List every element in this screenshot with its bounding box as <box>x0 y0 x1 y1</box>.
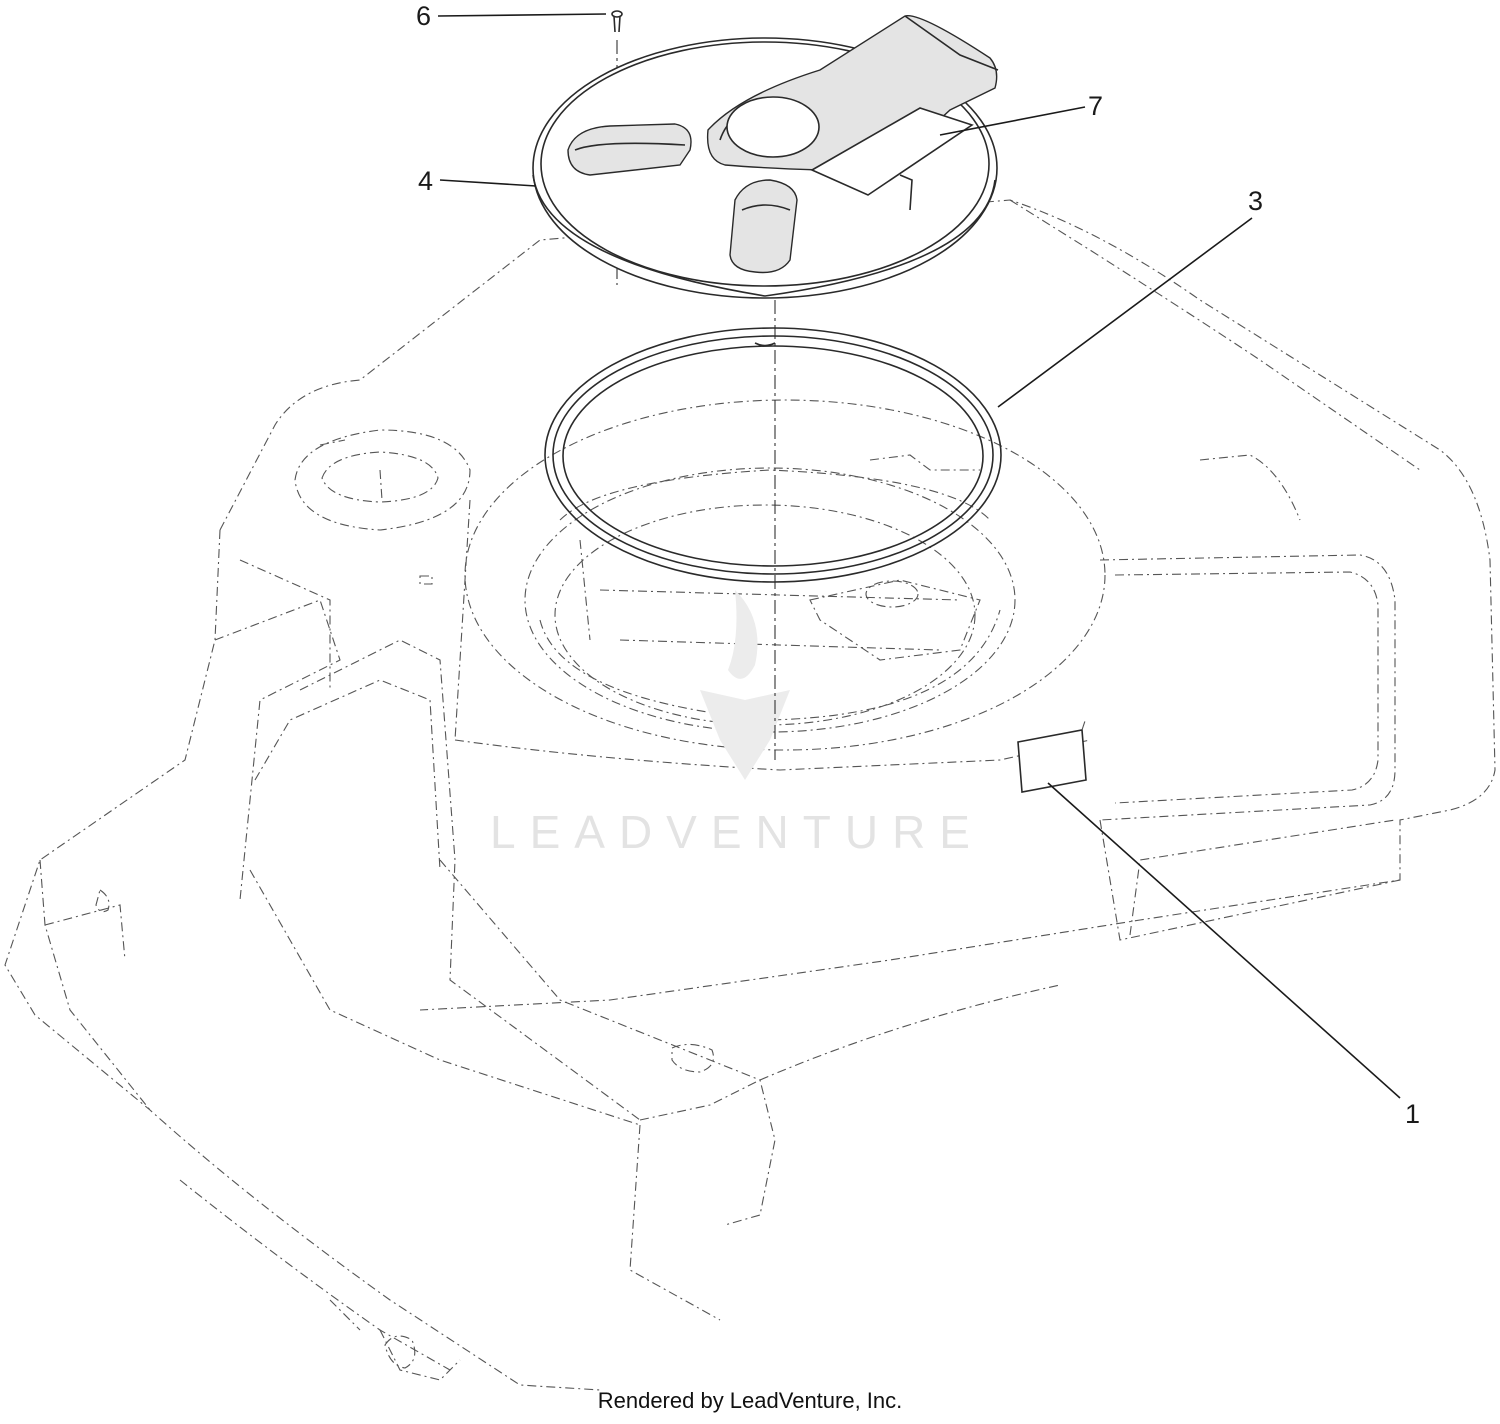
callout-1: 1 <box>1047 782 1420 1129</box>
callout-7-label: 7 <box>1088 91 1103 121</box>
credit-text: Rendered by LeadVenture, Inc. <box>597 1388 903 1413</box>
callout-6: 6 <box>416 1 607 31</box>
callout-4-label: 4 <box>418 166 433 196</box>
watermark-text: LEADVENTURE <box>490 806 984 858</box>
callout-4: 4 <box>418 166 537 196</box>
cap-decal <box>810 107 974 196</box>
callout-6-label: 6 <box>416 1 431 31</box>
callout-1-label: 1 <box>1405 1099 1420 1129</box>
callout-7: 7 <box>939 91 1103 136</box>
fuel-tank-body <box>4 199 1496 1391</box>
callout-3: 3 <box>997 186 1263 408</box>
watermark-logo-icon <box>700 590 790 780</box>
fuel-cap <box>532 15 999 299</box>
callout-3-label: 3 <box>1248 186 1263 216</box>
gasket-ring <box>544 327 1002 583</box>
screw <box>611 10 623 33</box>
